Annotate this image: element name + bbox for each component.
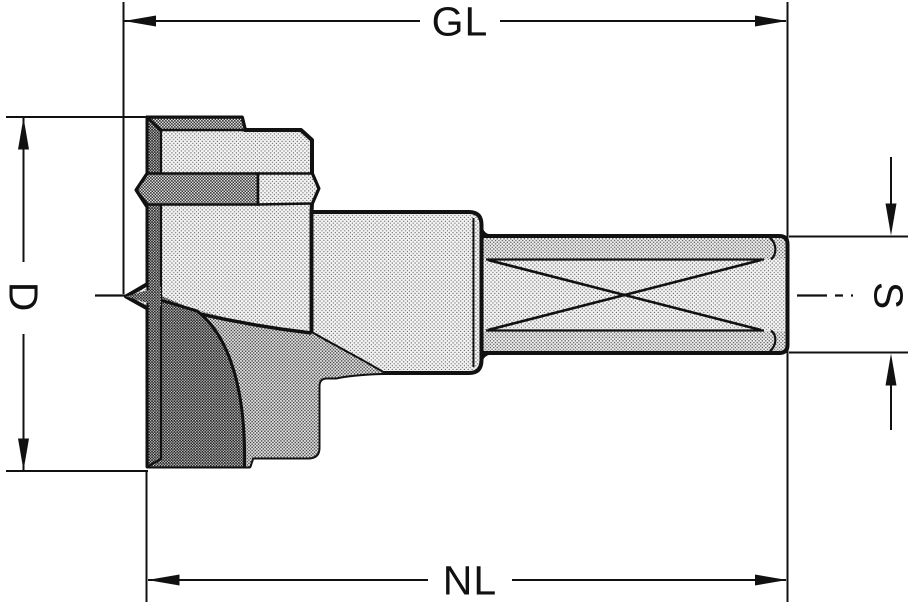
shank-cross-diagonal-2 (487, 258, 762, 332)
spur-band-left (134, 172, 260, 206)
head-top-rim-band (144, 116, 247, 132)
s-arrow-down (885, 203, 897, 236)
nl-label: NL (443, 558, 497, 604)
cutter-head (124, 114, 385, 469)
head-dark-quarter (148, 291, 245, 467)
center-point-spur (126, 286, 161, 307)
d-label: D (1, 282, 47, 313)
dimension-d: D (1, 116, 148, 472)
s-arrow-up (885, 353, 897, 386)
collar-shank-fillet-bottom (480, 351, 494, 362)
nl-arrow-right (755, 574, 787, 586)
gl-label: GL (432, 0, 489, 45)
head-dark-quarter-arc (139, 292, 247, 467)
nl-arrow-left (147, 574, 180, 586)
dimension-s: S (789, 157, 912, 430)
collar (309, 210, 494, 375)
s-label: S (866, 282, 912, 310)
shank-end-cap-bottom (769, 329, 777, 352)
shank-bottom-band (481, 331, 788, 353)
gl-arrow-right (755, 15, 787, 27)
dimension-gl: GL (122, 0, 789, 602)
shank (481, 234, 790, 355)
gl-arrow-left (124, 15, 156, 27)
shank-end-cap-top (769, 237, 777, 261)
d-arrow-down (18, 438, 29, 471)
dimension-nl: NL (145, 470, 787, 604)
d-arrow-up (18, 117, 29, 150)
shank-top-band (481, 236, 788, 259)
spur-band-right (256, 172, 320, 206)
collar-shank-fillet-top (480, 227, 494, 238)
